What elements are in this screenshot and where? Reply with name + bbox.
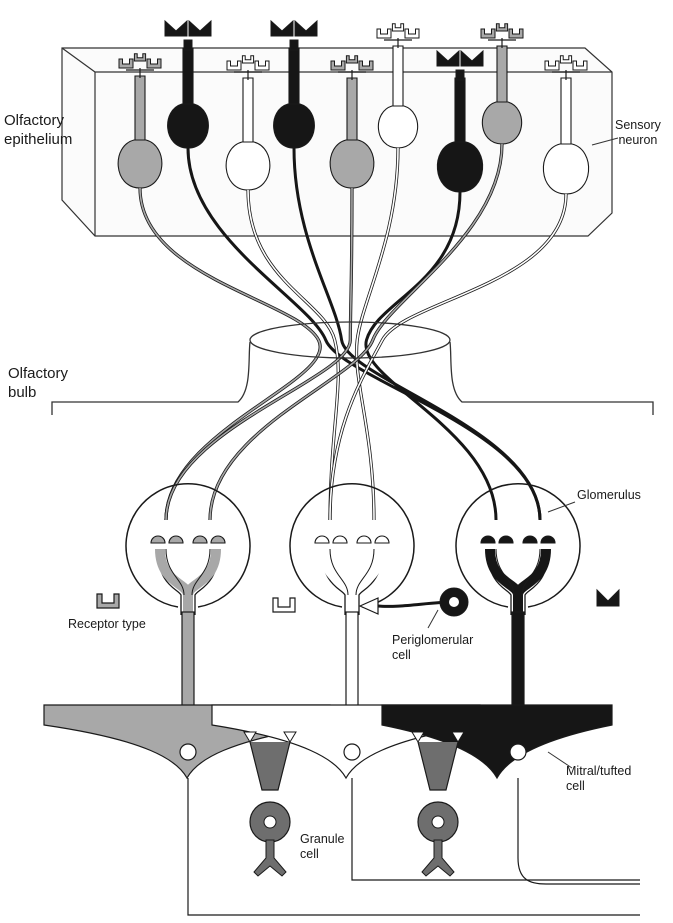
axon-5 <box>166 188 352 520</box>
mitral-soma-gray <box>180 744 196 760</box>
mitral-granule-layer <box>44 588 640 915</box>
mitral-soma-white <box>344 744 360 760</box>
label-olfactory-epithelium: Olfactory epithelium <box>4 111 72 149</box>
label-glomerulus: Glomerulus <box>577 488 641 503</box>
glomerulus-black <box>456 484 580 615</box>
label-sensory-neuron: Sensory neuron <box>615 118 661 148</box>
mitral-soma-black <box>510 744 526 760</box>
glomerulus-gray <box>126 484 250 615</box>
glomerulus-white <box>290 484 414 615</box>
label-periglomerular-cell: Periglomerular cell <box>392 633 473 663</box>
label-mitral-tufted-cell: Mitral/tufted cell <box>566 764 631 794</box>
granule-cell-2 <box>412 732 464 876</box>
receptor-type-black-icon <box>597 590 619 606</box>
glomeruli <box>126 484 580 615</box>
label-olfactory-bulb: Olfactory bulb <box>8 364 68 402</box>
label-receptor-type: Receptor type <box>68 617 146 632</box>
axon-1 <box>140 188 320 520</box>
label-granule-cell: Granule cell <box>300 832 344 862</box>
granule-cell-1 <box>244 732 296 876</box>
periglomerular-synapse <box>360 598 378 614</box>
receptor-type-gray-icon <box>97 594 119 608</box>
receptor-type-white-icon <box>273 598 295 612</box>
mitral-axon-gray <box>188 778 640 915</box>
